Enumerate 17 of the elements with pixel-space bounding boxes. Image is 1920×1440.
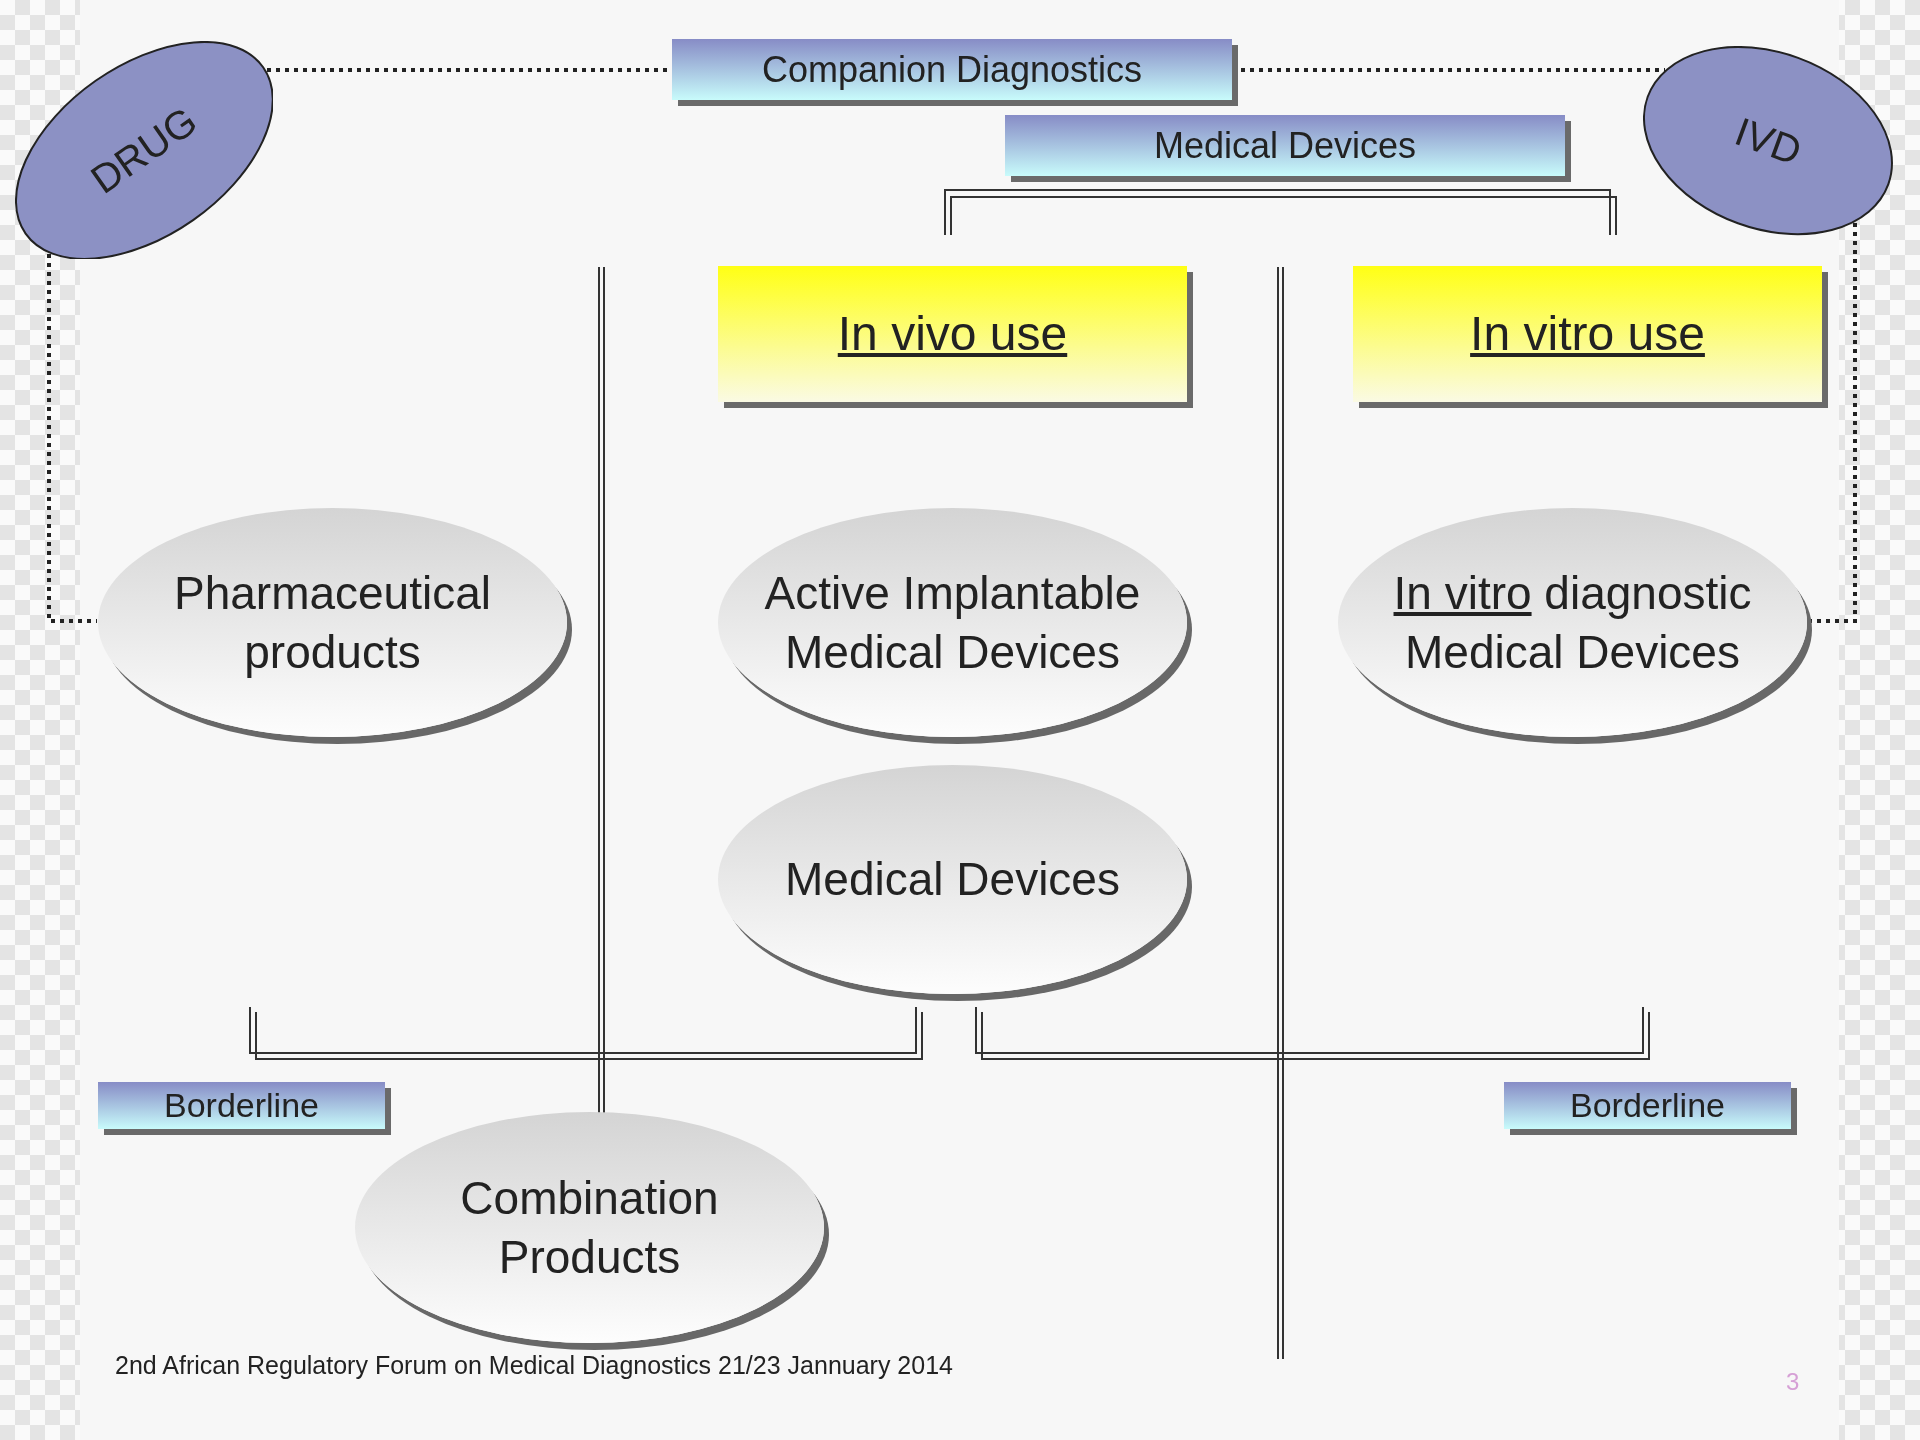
dotted-connector [47, 254, 97, 623]
footer-text: 2nd African Regulatory Forum on Medical Diagnostics 21/23 Jannuary 2014 [115, 1351, 953, 1380]
node-label: Pharmaceutical products [172, 566, 492, 680]
node-label: In vitro diagnostic Medical Devices [1392, 566, 1753, 680]
node-label: IVD [1728, 107, 1808, 175]
node-label: Medical Devices [785, 852, 1120, 908]
category-ellipse [1643, 46, 1893, 236]
node-label: In vivo use [837, 305, 1068, 362]
page-number: 3 [1786, 1368, 1800, 1396]
node-label: Borderline [164, 1084, 319, 1126]
category-ellipse [14, 40, 274, 260]
node-label: Active Implantable Medical Devices [763, 566, 1142, 680]
node-label: Medical Devices [1153, 123, 1417, 168]
node-label: Borderline [1570, 1084, 1725, 1126]
node-label: In vitro use [1470, 305, 1705, 362]
node-label: Combination Products [459, 1171, 720, 1285]
node-label: Companion Diagnostics [761, 47, 1143, 92]
